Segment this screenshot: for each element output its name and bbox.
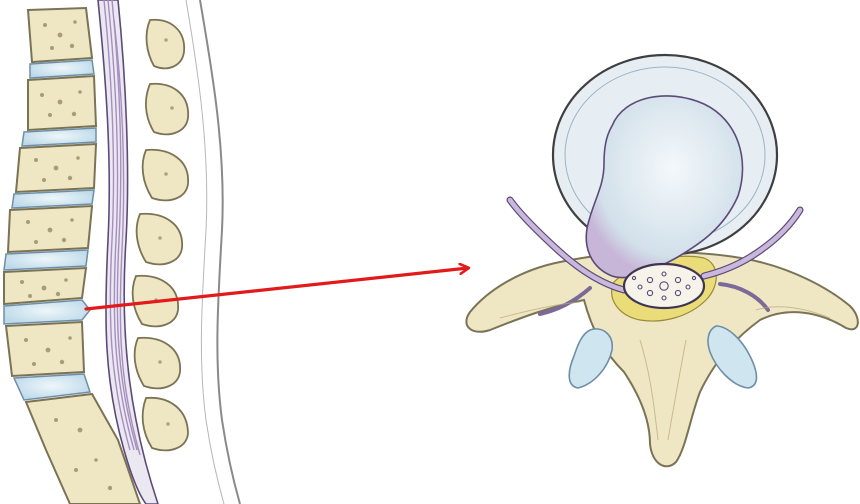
intervertebral-disc (12, 190, 94, 208)
intervertebral-disc (30, 60, 94, 78)
back-contour (200, 0, 240, 504)
axial-vertebra (466, 55, 858, 466)
vertebral-body (6, 322, 84, 376)
intervertebral-disc (4, 250, 88, 270)
back-contour-inner (186, 0, 224, 504)
facet-joint-left (569, 329, 612, 388)
facet-joint-right (708, 326, 757, 388)
sagittal-spine (4, 0, 240, 504)
posterior-elements (133, 20, 189, 451)
dural-sac (624, 264, 704, 308)
